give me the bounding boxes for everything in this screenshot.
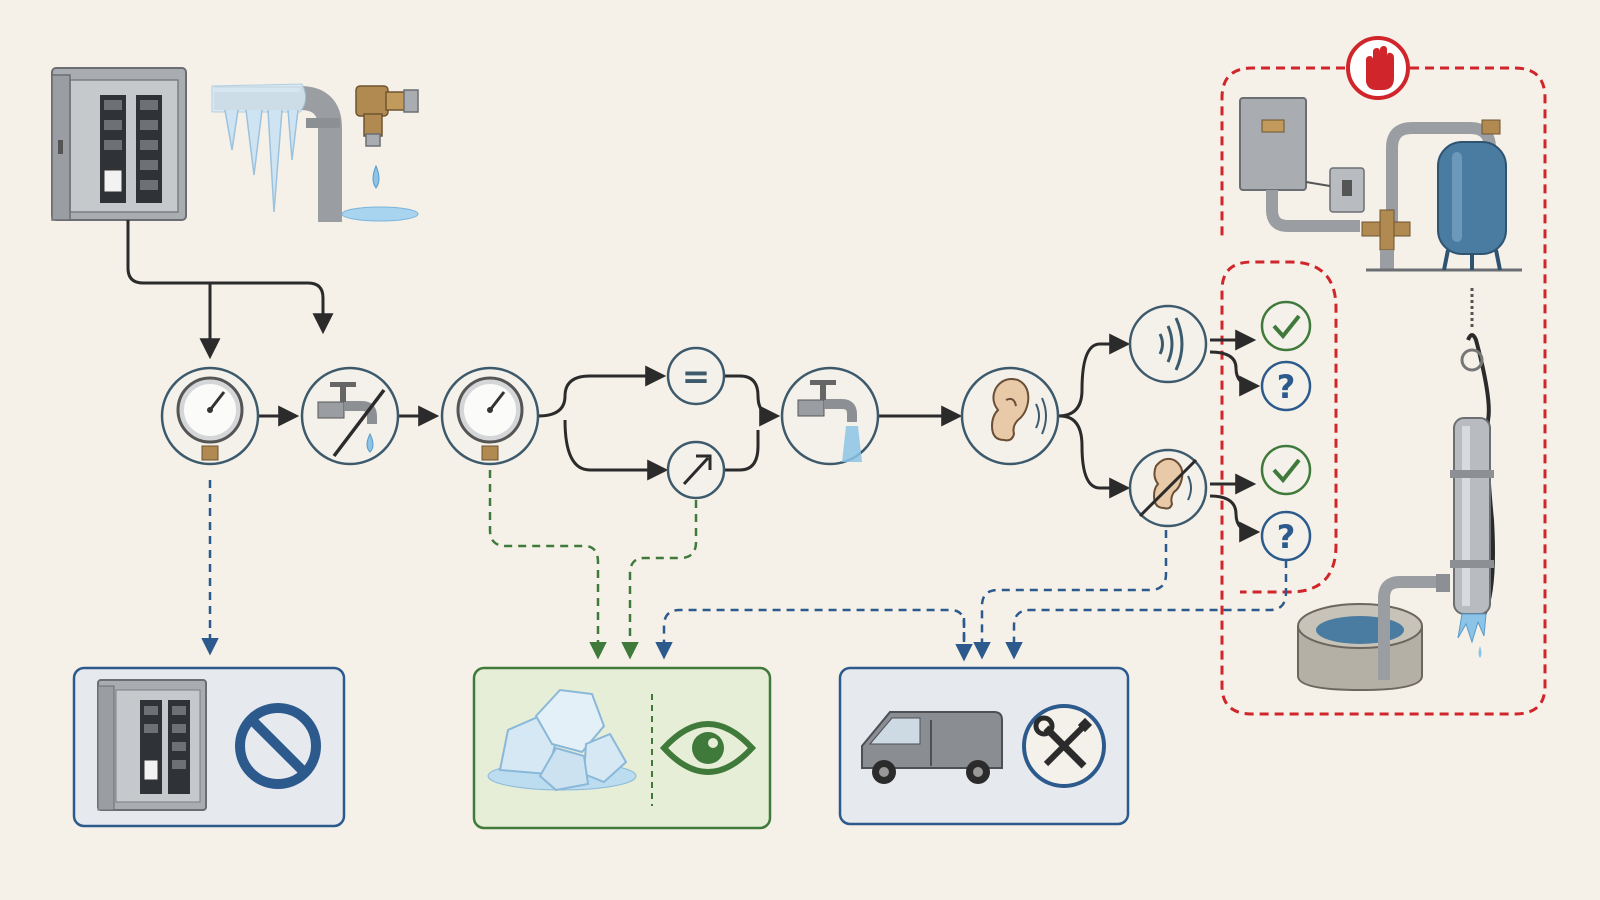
wrench-screwdriver-icon xyxy=(1022,704,1106,788)
result-ok-node-2[interactable] xyxy=(1260,444,1312,496)
question-mark-icon: ? xyxy=(1277,368,1296,406)
listen-node[interactable] xyxy=(960,366,1060,466)
checkmark-icon xyxy=(1272,314,1301,340)
ice-chunks-icon xyxy=(487,688,637,792)
well-casing-icon xyxy=(1297,574,1450,692)
breaker-panel-icon xyxy=(97,679,207,811)
outcome-frozen-watch-panel[interactable] xyxy=(472,666,772,830)
submersible-pump-icon xyxy=(1450,288,1495,658)
question-mark-icon: ? xyxy=(1277,518,1296,556)
leaking-fitting-icon xyxy=(341,85,419,222)
pressure-tank-icon xyxy=(1437,141,1507,271)
stop-hand-icon xyxy=(1346,36,1410,100)
pressure-gauge-node-2[interactable] xyxy=(440,366,540,466)
danger-zone-boundary xyxy=(1220,66,1547,716)
pump-sound-node[interactable] xyxy=(1128,304,1208,384)
result-unknown-node-1[interactable]: ? xyxy=(1260,360,1312,412)
service-van-icon xyxy=(861,711,1003,784)
equals-icon: = xyxy=(682,357,711,397)
arrow-up-right-icon xyxy=(682,454,712,486)
result-ok-node-1[interactable] xyxy=(1260,300,1312,352)
faucet-flowing-icon xyxy=(797,380,862,462)
frozen-pipe-icon xyxy=(211,83,342,222)
breaker-panel-icon xyxy=(51,67,187,221)
pressure-equal-node[interactable]: = xyxy=(666,346,726,406)
checkmark-icon xyxy=(1272,458,1301,484)
pressure-switch-box-icon xyxy=(1239,97,1522,272)
ear-no-sound-icon xyxy=(1138,457,1198,518)
eye-icon xyxy=(659,721,757,775)
ear-listen-icon xyxy=(990,378,1047,442)
outcome-breaker-off-panel[interactable] xyxy=(72,666,346,828)
sound-waves-icon xyxy=(1158,317,1184,371)
green-dashed-connectors xyxy=(488,470,698,660)
faucet-no-water-node[interactable] xyxy=(300,366,400,466)
pressure-gauge-icon xyxy=(456,376,524,461)
prohibited-icon xyxy=(235,703,321,789)
outcome-call-service-panel[interactable] xyxy=(838,666,1130,826)
no-sound-node[interactable] xyxy=(1128,448,1208,528)
result-unknown-node-2[interactable]: ? xyxy=(1260,510,1312,562)
flow-connectors xyxy=(126,220,1261,543)
pressure-rising-node[interactable] xyxy=(666,440,726,500)
pressure-gauge-icon xyxy=(176,376,244,461)
faucet-no-water-icon xyxy=(317,382,386,458)
blue-dashed-connectors xyxy=(201,480,1288,662)
pressure-gauge-node-1[interactable] xyxy=(160,366,260,466)
faucet-flowing-node[interactable] xyxy=(780,366,880,466)
